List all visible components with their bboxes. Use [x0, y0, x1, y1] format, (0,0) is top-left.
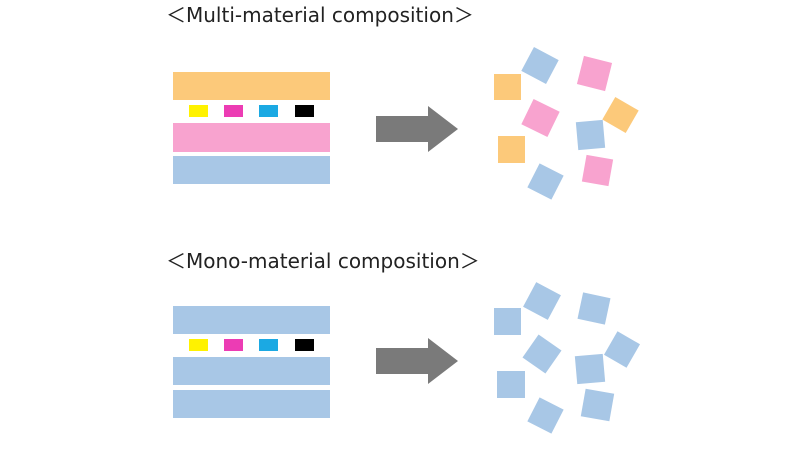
mono-ink-black: [295, 339, 314, 351]
mono-layer-top: [173, 306, 330, 334]
multi-layer-middle: [173, 123, 330, 152]
mono-fragment: [577, 292, 611, 325]
mono-fragment: [580, 388, 615, 422]
mono-layer-bottom: [173, 390, 330, 418]
multi-ink-black: [295, 105, 314, 117]
multi-fragment: [498, 136, 525, 163]
mono-ink-yellow: [189, 339, 208, 351]
mono-arrow-shape: [376, 338, 458, 384]
mono-fragment: [523, 282, 561, 320]
multi-arrow-shape: [376, 106, 458, 152]
multi-arrow-icon: [376, 106, 458, 152]
mono-layer-middle: [173, 357, 330, 385]
multi-layer-top: [173, 72, 330, 100]
mono-fragment: [522, 334, 562, 374]
mono-fragment: [574, 353, 606, 385]
multi-fragment: [527, 163, 564, 200]
multi-material-heading: ＜Multi-material composition＞: [166, 3, 474, 27]
multi-layer-bottom: [173, 156, 330, 184]
multi-ink-yellow: [189, 105, 208, 117]
multi-fragment: [521, 47, 559, 84]
multi-fragment: [602, 96, 639, 134]
mono-ink-magenta: [224, 339, 243, 351]
multi-fragment: [521, 99, 560, 137]
multi-fragment: [494, 74, 521, 100]
mono-ink-cyan: [259, 339, 278, 351]
multi-ink-magenta: [224, 105, 243, 117]
mono-fragment: [497, 371, 525, 398]
multi-fragment: [575, 119, 606, 151]
multi-fragment: [576, 55, 613, 92]
mono-arrow-icon: [376, 338, 458, 384]
mono-fragment: [527, 397, 564, 434]
mono-fragment: [494, 308, 521, 335]
multi-fragment: [581, 154, 614, 187]
mono-material-heading: ＜Mono-material composition＞: [166, 249, 480, 273]
mono-fragment: [603, 331, 641, 368]
multi-ink-cyan: [259, 105, 278, 117]
